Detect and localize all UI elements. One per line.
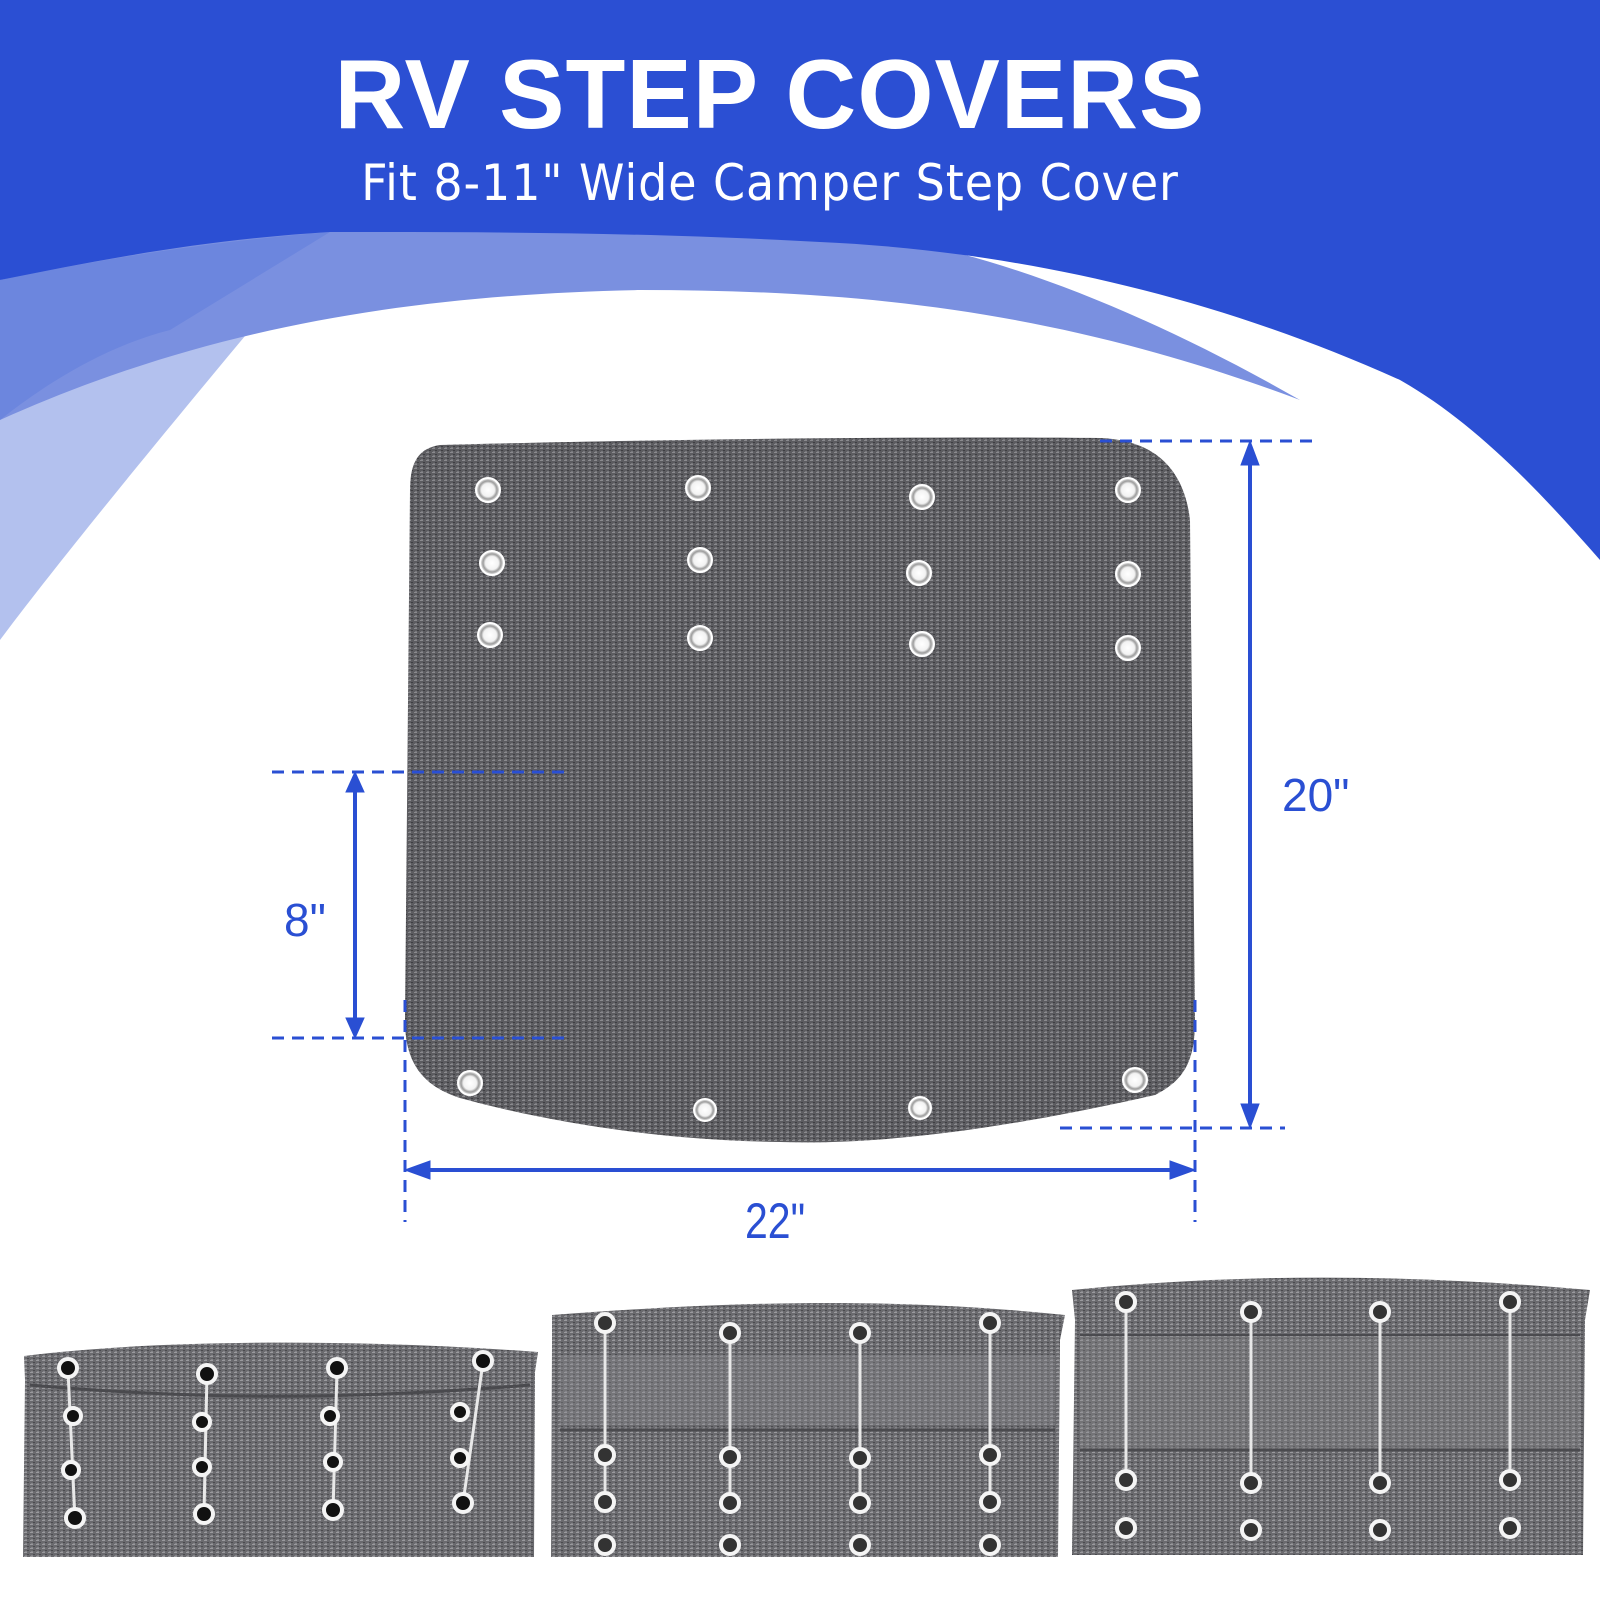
installed-cover-3 bbox=[1072, 1277, 1590, 1555]
dimension-label-flap: 8" bbox=[284, 894, 326, 946]
dimension-label-width: 22" bbox=[745, 1193, 806, 1249]
installed-cover-2 bbox=[551, 1302, 1065, 1557]
installed-cover-1 bbox=[23, 1342, 538, 1557]
page-title: RV STEP COVERS bbox=[334, 39, 1206, 149]
dimension-lines bbox=[272, 439, 1320, 1222]
grommets-bottom bbox=[457, 1067, 1148, 1122]
main-step-cover bbox=[405, 437, 1195, 1143]
page-subtitle: Fit 8-11" Wide Camper Step Cover bbox=[361, 154, 1179, 212]
header-banner bbox=[0, 0, 1600, 640]
grommets-top bbox=[475, 475, 1141, 661]
dimension-label-height: 20" bbox=[1282, 769, 1350, 821]
